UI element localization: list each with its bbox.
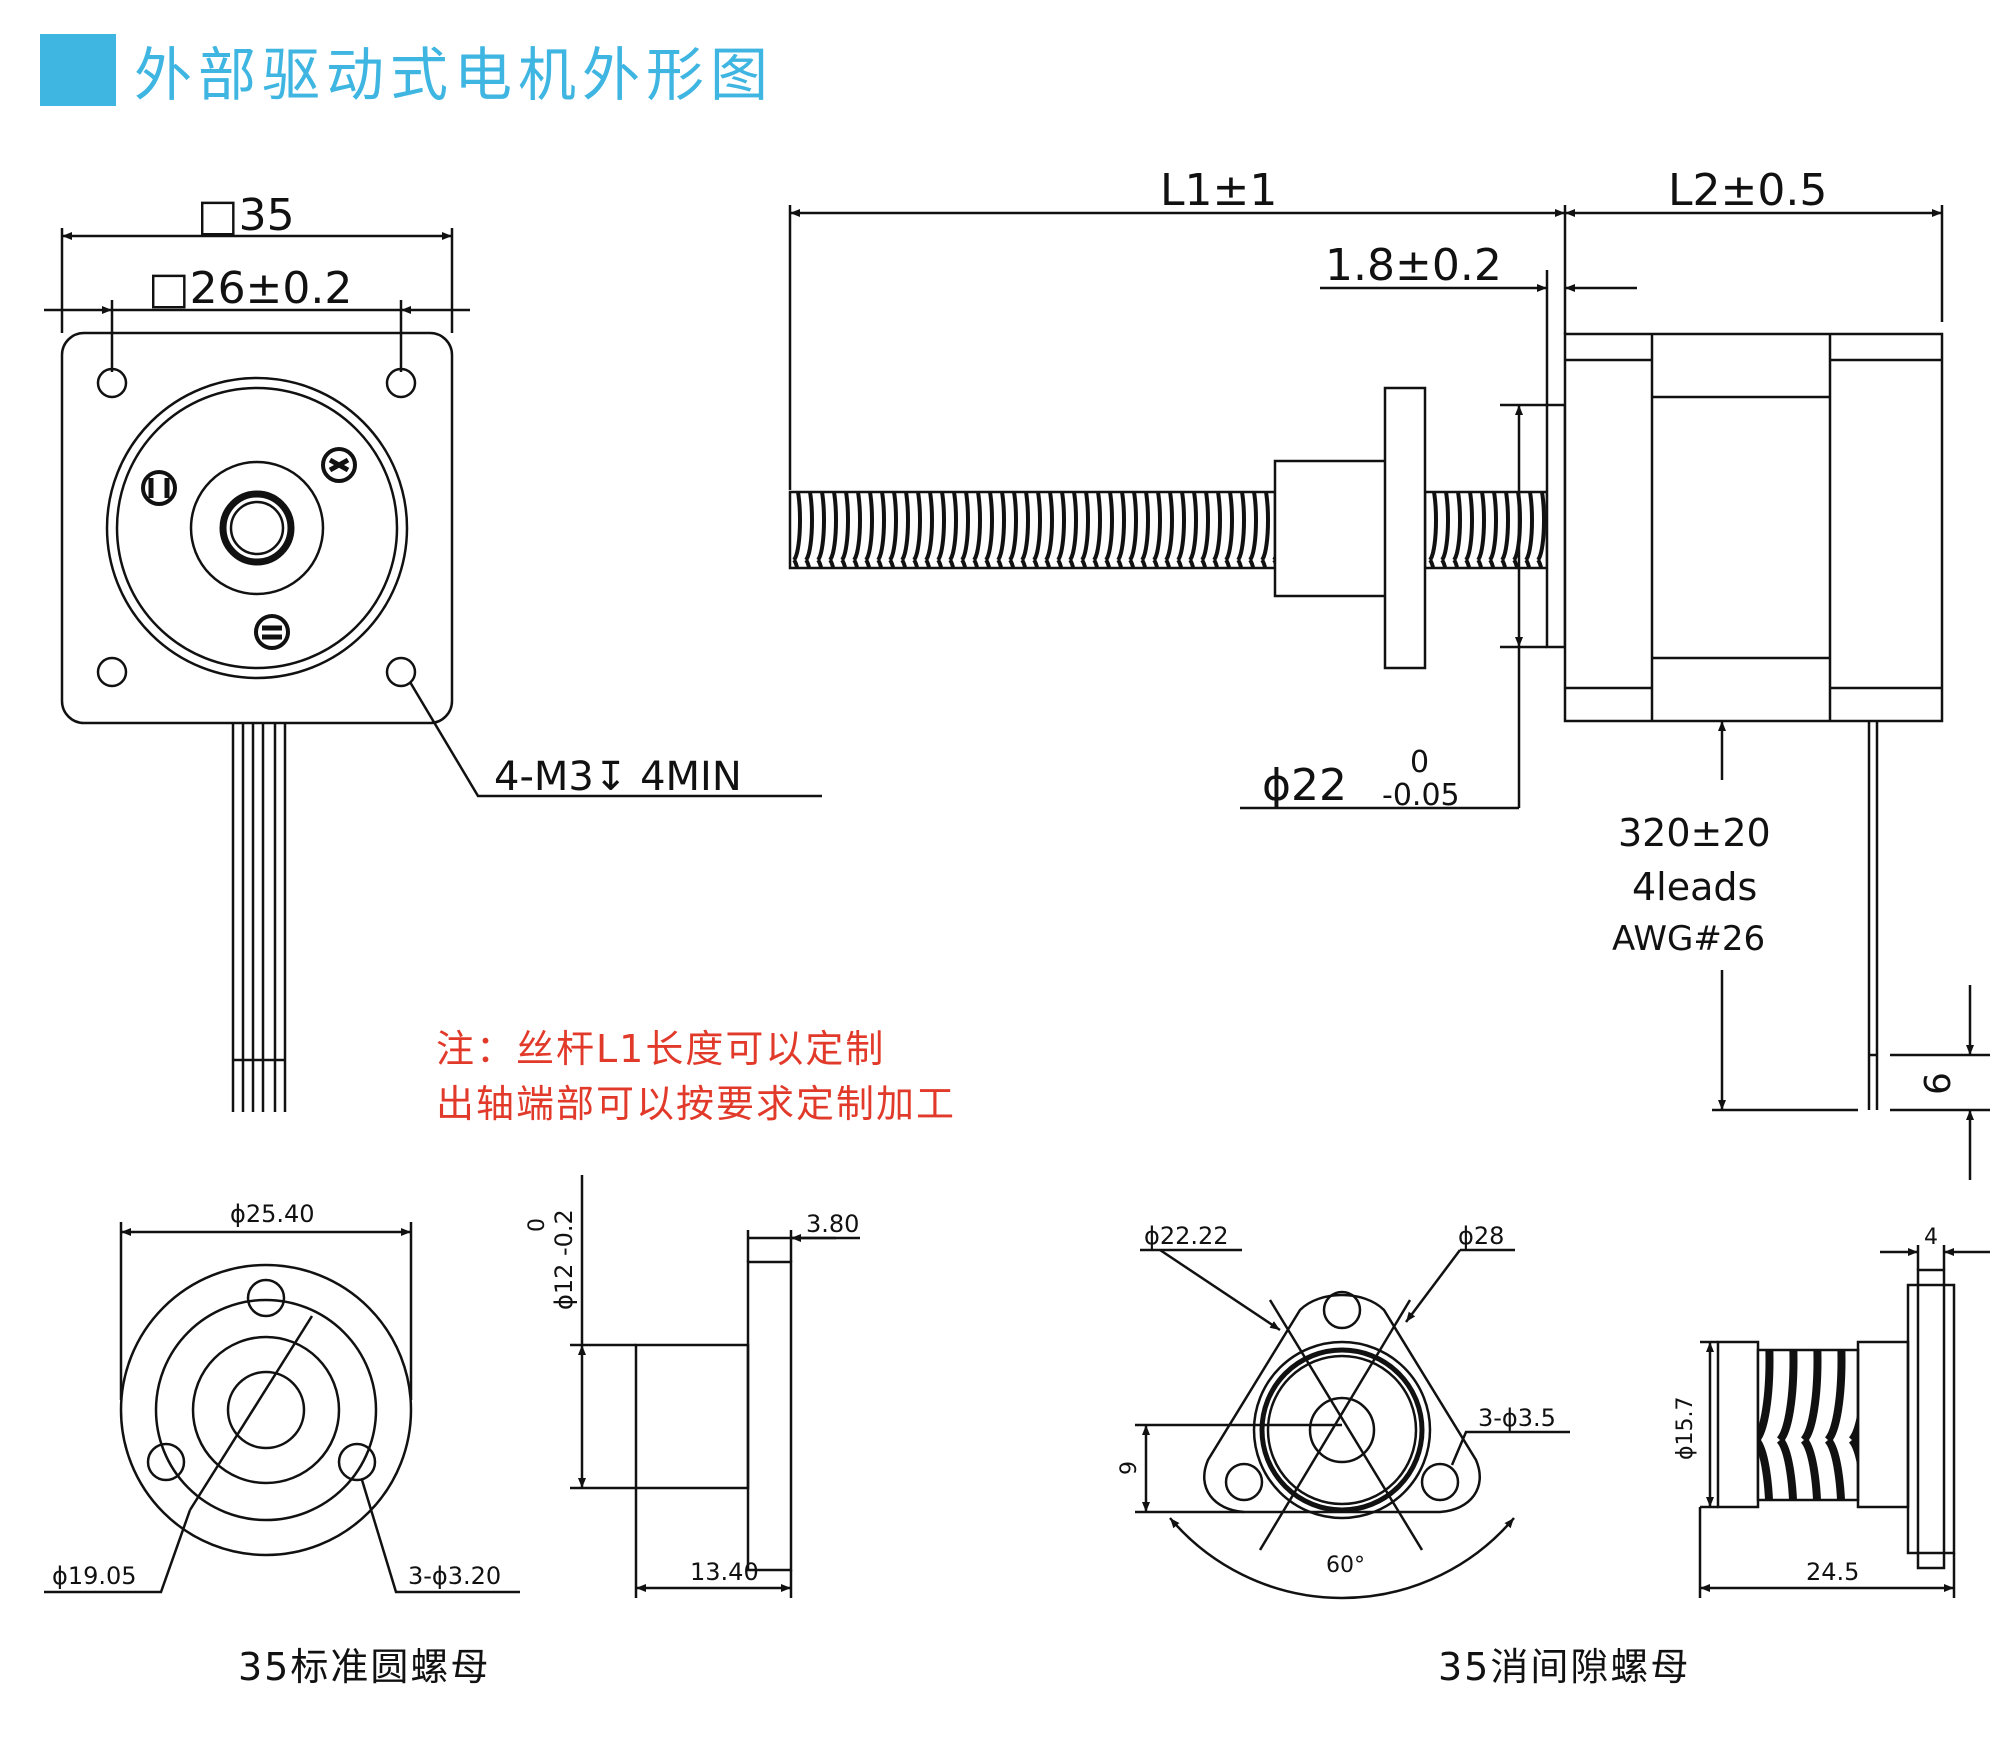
shaft-hole-inner [229, 500, 285, 556]
front-view [44, 228, 822, 1112]
std-nut-outer [119, 1263, 413, 1557]
title-bar: 外部驱动式电机外形图 [40, 30, 774, 110]
hole-leader [408, 681, 822, 798]
abn-dim-offset-label: 9 [1117, 1461, 1142, 1475]
abn-dim-body-dia-label: ϕ15.7 [1673, 1397, 1698, 1461]
note-line-1: 注：丝杆L1长度可以定制 [436, 1027, 885, 1071]
anti-backlash-nut-front [1135, 1248, 1570, 1600]
abn-body-inner [1266, 1354, 1418, 1506]
abn-dim-holes-label: 3-ϕ3.5 [1478, 1404, 1556, 1432]
anti-backlash-nut-labels: ϕ22.22 ϕ28 3-ϕ3.5 9 60° 4 ϕ15.7 24.5 35消… [1117, 1222, 1938, 1689]
std-dim-body-dia-label: ϕ12 -0.2 [550, 1209, 578, 1310]
abn-dim-flange-label: 4 [1924, 1225, 1938, 1250]
lead-wires-front [231, 723, 287, 1112]
abn-body-ring [1259, 1347, 1425, 1513]
mounting-hole [96, 656, 128, 688]
std-nut-holes-leader [360, 1479, 520, 1594]
abn-caption: 35消间隙螺母 [1438, 1645, 1690, 1689]
nut-flange [1383, 386, 1427, 670]
std-nut-pcd-leader [44, 1509, 192, 1594]
abn-angle-arc [1169, 1517, 1515, 1600]
lead-screw-left [788, 490, 1277, 570]
dim-l2-label: L2±0.5 [1668, 165, 1827, 216]
lead-length-label: 320±20 [1618, 811, 1771, 855]
abn-hole [1322, 1290, 1362, 1330]
abn-side-collar [1856, 1340, 1910, 1509]
std-dim-holes-label: 3-ϕ3.20 [408, 1562, 501, 1590]
abn-side-flange-edge [1916, 1268, 1946, 1570]
abn-body-outer [1252, 1340, 1432, 1520]
shaft-boss [189, 460, 325, 596]
shaft-hole [219, 490, 295, 566]
abn-dim-length-label: 24.5 [1806, 1558, 1859, 1586]
motor-face-outline [60, 331, 454, 725]
mounting-hole [385, 656, 417, 688]
dim-inner-label: □26±0.2 [148, 263, 352, 314]
std-dim-outer-label: ϕ25.40 [230, 1200, 315, 1228]
abn-flange-outline [1203, 1293, 1481, 1514]
mounting-hole [96, 367, 128, 399]
abn-side-spring [1756, 1348, 1860, 1502]
std-nut-hole [246, 1278, 286, 1318]
dim-boss-dia-label: ϕ22 [1262, 760, 1347, 811]
abn-side-flange [1906, 1283, 1956, 1555]
nut-body [1273, 459, 1389, 598]
dim-l1-label: L1±1 [1160, 165, 1277, 216]
page-title: 外部驱动式电机外形图 [134, 41, 775, 109]
motor-body [1563, 332, 1944, 723]
dim-boss-label: 1.8±0.2 [1325, 240, 1502, 291]
lead-screw-right [1423, 490, 1549, 570]
abn-side-cap [1716, 1340, 1760, 1509]
std-dim-body-tol: 0 [525, 1218, 550, 1232]
dim-boss-tol-upper: 0 [1410, 745, 1429, 780]
title-accent-square [40, 34, 116, 106]
note-block: 注：丝杆L1长度可以定制 出轴端部可以按要求定制加工 [436, 1027, 956, 1126]
front-view-labels: □35 □26±0.2 4-M3↧ 4MIN [148, 190, 742, 800]
anti-backlash-nut-side [1698, 1245, 1990, 1598]
motor-boss [1545, 403, 1567, 649]
abn-bore [1308, 1396, 1376, 1464]
std-nut-side-body [634, 1343, 750, 1490]
abn-dim-outer-label: ϕ28 [1458, 1222, 1504, 1250]
std-nut-pcd [154, 1298, 378, 1522]
std-nut-hole [146, 1442, 186, 1482]
std-dim-flange-label: 3.80 [806, 1210, 859, 1238]
dim-outer-label: □35 [197, 190, 295, 241]
std-nut-side-flange [746, 1260, 793, 1572]
std-nut-caption: 35标准圆螺母 [238, 1645, 490, 1689]
standard-nut-side [570, 1175, 860, 1598]
motor-face-ring-outer [105, 376, 409, 680]
standard-nut-front [44, 1222, 520, 1594]
mounting-hole [385, 367, 417, 399]
dim-boss-tol-lower: -0.05 [1382, 778, 1460, 813]
lead-count-label: 4leads [1632, 865, 1757, 909]
abn-holes-leader [1450, 1430, 1570, 1466]
side-view-labels: L1±1 L2±0.5 1.8±0.2 ϕ22 0 -0.05 320±20 4… [1160, 165, 1959, 1095]
side-view [788, 205, 1990, 1180]
standard-nut-labels: ϕ25.40 ϕ19.05 3-ϕ3.20 ϕ12 -0.2 0 3.80 13… [52, 1200, 859, 1689]
face-screws [141, 447, 357, 650]
abn-dim-angle-label: 60° [1326, 1553, 1365, 1578]
abn-outer-leader [1405, 1249, 1461, 1323]
abn-pcd-leader [1159, 1248, 1281, 1332]
hole-callout-label: 4-M3↧ 4MIN [494, 754, 742, 800]
std-nut-bore [226, 1370, 306, 1450]
mounting-holes [96, 367, 417, 688]
note-line-2: 出轴端部可以按要求定制加工 [436, 1082, 956, 1126]
lead-gauge-label: AWG#26 [1612, 919, 1765, 959]
std-nut-body [191, 1335, 341, 1485]
std-dim-length-label: 13.40 [690, 1558, 759, 1586]
std-dim-pcd-label: ϕ19.05 [52, 1562, 137, 1590]
abn-hole [1420, 1462, 1460, 1502]
std-nut-hole [337, 1442, 377, 1482]
motor-face-ring-inner [115, 386, 399, 670]
abn-dim-pcd-label: ϕ22.22 [1144, 1222, 1229, 1250]
lead-strip-label: 6 [1918, 1072, 1959, 1095]
abn-hole [1224, 1462, 1264, 1502]
